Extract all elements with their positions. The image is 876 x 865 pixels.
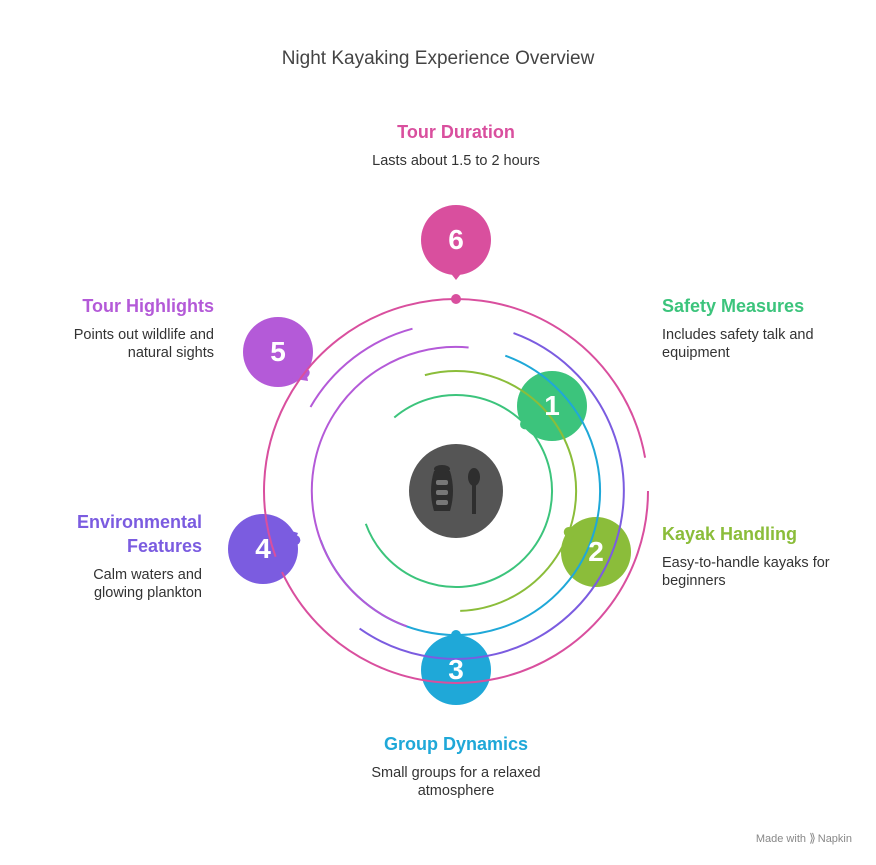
number-bubble-5 — [243, 317, 313, 387]
item-description: Calm waters and glowing plankton — [93, 567, 202, 601]
ring-arc-2 — [424, 370, 578, 612]
item-description: Lasts about 1.5 to 2 hours — [372, 153, 540, 169]
number-bubble-3 — [421, 634, 491, 705]
item-heading: Environmental Features — [76, 512, 202, 556]
number-bubble-2 — [561, 517, 631, 587]
diagram-title: Night Kayaking Experience Overview — [281, 48, 595, 69]
number-bubble-4 — [228, 514, 298, 584]
kayak-paddle-icon — [431, 465, 480, 514]
step-number-5: 5 — [270, 336, 286, 367]
ring-arc-4 — [359, 332, 625, 660]
item-heading: Kayak Handling — [662, 524, 798, 544]
ring-arc-6 — [281, 490, 649, 684]
footer-made-with: Made with — [755, 833, 806, 845]
number-bubble-6 — [421, 205, 491, 280]
step-number-3: 3 — [448, 654, 464, 685]
item-description: Easy-to-handle kayaks for beginners — [662, 555, 830, 589]
footer-brand: Napkin — [817, 833, 852, 845]
ring-dot-6 — [451, 294, 461, 304]
item-heading: Tour Highlights — [82, 296, 214, 316]
ring-arc-1 — [364, 394, 554, 588]
number-bubble-1 — [517, 371, 587, 441]
step-number-1: 1 — [544, 390, 560, 421]
item-heading: Group Dynamics — [383, 734, 529, 754]
napkin-icon: ⟫ — [809, 831, 816, 845]
step-number-2: 2 — [588, 536, 604, 567]
ring-arc-5-1 — [309, 327, 413, 408]
step-number-6: 6 — [448, 224, 464, 255]
footer: Made with ⟫Napkin — [756, 831, 852, 845]
item-heading: Safety Measures — [662, 296, 805, 316]
ring-arc-6-1 — [263, 298, 647, 558]
item-description: Includes safety talk and equipment — [662, 327, 814, 361]
center-icon — [409, 444, 503, 538]
item-description: Points out wildlife and natural sights — [73, 327, 214, 361]
ring-arc-5 — [310, 345, 469, 628]
item-description: Small groups for a relaxed atmosphere — [371, 765, 541, 799]
step-number-4: 4 — [255, 533, 271, 564]
item-heading: Tour Duration — [397, 122, 515, 142]
